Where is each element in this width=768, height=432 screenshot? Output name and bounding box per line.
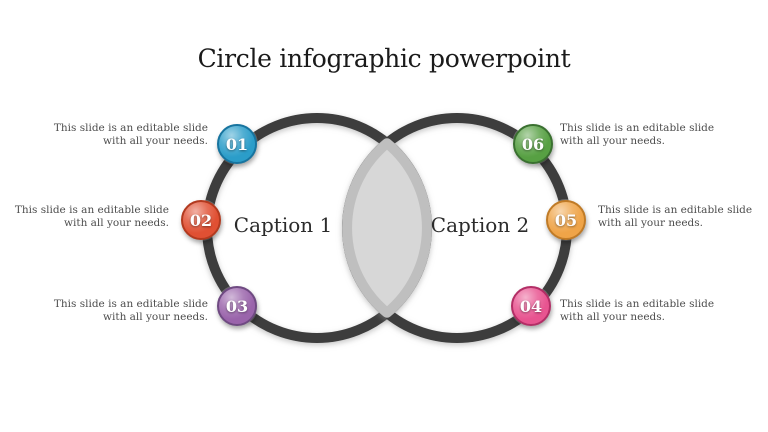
item-04-description-line1: This slide is an editable slide (560, 298, 715, 310)
badge-01-number: 01 (225, 134, 249, 154)
item-05-description-line1: This slide is an editable slide (598, 204, 753, 216)
item-01-description-line1: This slide is an editable slide (53, 122, 208, 134)
badge-05-number: 05 (554, 210, 578, 230)
item-02-description-line2: with all your needs. (64, 217, 169, 229)
item-04-description-line2: with all your needs. (560, 311, 665, 323)
item-04-description: This slide is an editable slide with all… (560, 298, 714, 324)
caption-2: Caption 2 (430, 213, 530, 237)
item-06-description: This slide is an editable slide with all… (560, 122, 714, 148)
badge-06: 06 (513, 124, 553, 164)
item-06-description-line2: with all your needs. (560, 135, 665, 147)
badge-04-number: 04 (519, 296, 543, 316)
item-03-description-line2: with all your needs. (103, 311, 208, 323)
item-02-description-line1: This slide is an editable slide (14, 204, 169, 216)
item-05-description: This slide is an editable slide with all… (598, 204, 752, 230)
badge-02: 02 (181, 200, 221, 240)
badge-04: 04 (511, 286, 551, 326)
badge-01: 01 (217, 124, 257, 164)
item-06-description-line1: This slide is an editable slide (560, 122, 715, 134)
item-01-description-line2: with all your needs. (103, 135, 208, 147)
badge-02-number: 02 (189, 210, 213, 230)
badge-05: 05 (546, 200, 586, 240)
item-03-description: This slide is an editable slide with all… (54, 298, 208, 324)
badge-03-number: 03 (225, 296, 249, 316)
caption-1: Caption 1 (233, 213, 333, 237)
slide-title: Circle infographic powerpoint (197, 43, 571, 73)
badge-03: 03 (217, 286, 257, 326)
badge-06-number: 06 (521, 134, 545, 154)
item-02-description: This slide is an editable slide with all… (15, 204, 169, 230)
item-03-description-line1: This slide is an editable slide (53, 298, 208, 310)
item-01-description: This slide is an editable slide with all… (54, 122, 208, 148)
overlap-lens (342, 138, 432, 318)
item-05-description-line2: with all your needs. (598, 217, 703, 229)
